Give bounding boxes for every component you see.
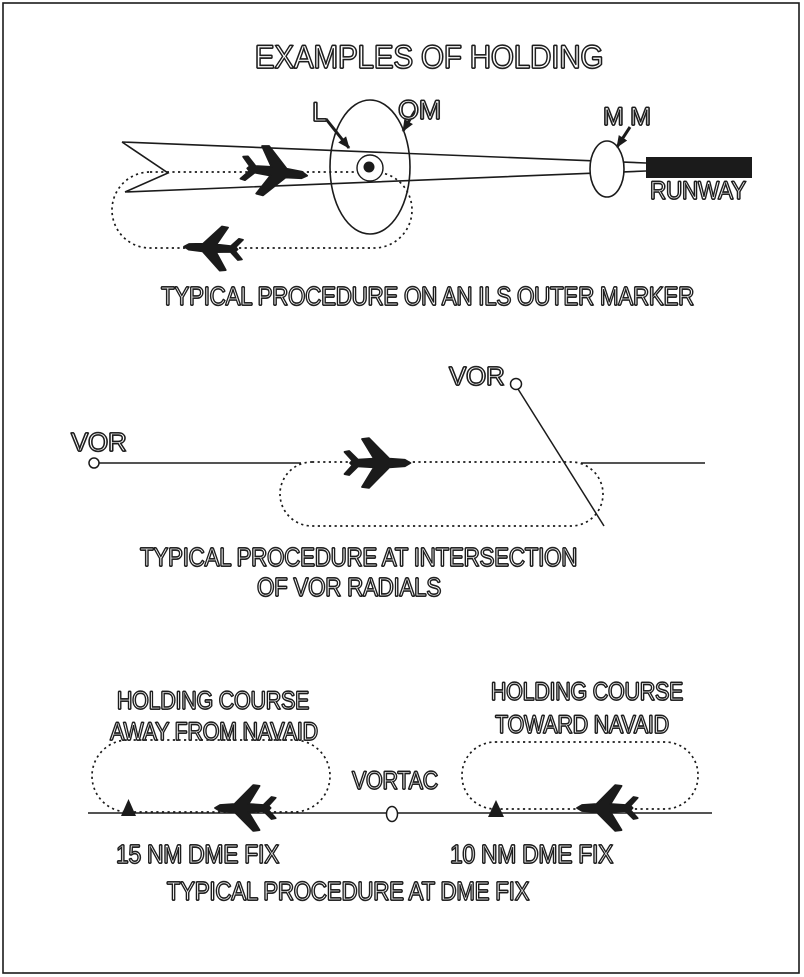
- locator-arrow-icon: [324, 118, 351, 149]
- vortac-symbol-icon: [385, 805, 399, 823]
- vor-intersection-diagram: [88, 377, 705, 527]
- localizer-beam: [121, 141, 647, 193]
- page-title: EXAMPLES OF HOLDING: [254, 39, 604, 75]
- vor-west-label: VOR: [70, 427, 127, 457]
- outer-marker-ellipse: [329, 99, 411, 235]
- dme-fix-triangle-icon: [121, 799, 136, 816]
- locator-label: L: [311, 97, 327, 127]
- airplane-icon: [214, 784, 277, 832]
- vor-northeast-label: VOR: [448, 361, 505, 391]
- airplane-icon: [181, 223, 245, 273]
- left-dme-fix-label: 15 NM DME FIX: [115, 839, 280, 869]
- outer-marker-arrow-icon: [401, 110, 417, 132]
- right-holding-course-label-line2: TOWARD NAVAID: [495, 711, 670, 739]
- airplane-icon: [343, 437, 412, 489]
- left-holding-course-label-line1: HOLDING COURSE: [116, 687, 310, 715]
- vor-radial-northeast: [517, 388, 605, 527]
- airplane-icon: [237, 142, 312, 202]
- right-dme-fix-label: 10 NM DME FIX: [449, 839, 614, 869]
- holding-pattern-racetrack: [111, 171, 413, 249]
- runway-label: RUNWAY: [649, 177, 746, 205]
- holding-pattern-racetrack: [279, 461, 604, 527]
- vor-caption-line1: TYPICAL PROCEDURE AT INTERSECTION: [139, 542, 578, 572]
- vortac-label: VORTAC: [351, 767, 439, 795]
- dme-fix-diagram: [88, 739, 712, 832]
- airplane-icon: [576, 784, 639, 832]
- vor-caption-line2: OF VOR RADIALS: [256, 572, 442, 602]
- locator-beacon-dot: [363, 161, 375, 173]
- middle-marker-ellipse: [589, 140, 625, 198]
- dme-caption: TYPICAL PROCEDURE AT DME FIX: [166, 876, 530, 906]
- ils-caption: TYPICAL PROCEDURE ON AN ILS OUTER MARKER: [160, 281, 695, 311]
- ils-diagram: [111, 99, 752, 273]
- middle-marker-arrow-icon: [615, 126, 632, 148]
- vor-symbol-icon: [88, 457, 100, 469]
- runway-bar: [646, 157, 752, 178]
- right-holding-course-label-line1: HOLDING COURSE: [490, 678, 684, 706]
- middle-marker-label: M M: [602, 103, 651, 131]
- outer-marker-label: OM: [397, 95, 442, 125]
- dme-fix-triangle-icon: [488, 800, 504, 817]
- left-holding-course-label-line2: AWAY FROM NAVAID: [110, 718, 319, 746]
- holding-pattern-racetrack: [461, 741, 699, 810]
- vor-symbol-icon: [509, 377, 523, 391]
